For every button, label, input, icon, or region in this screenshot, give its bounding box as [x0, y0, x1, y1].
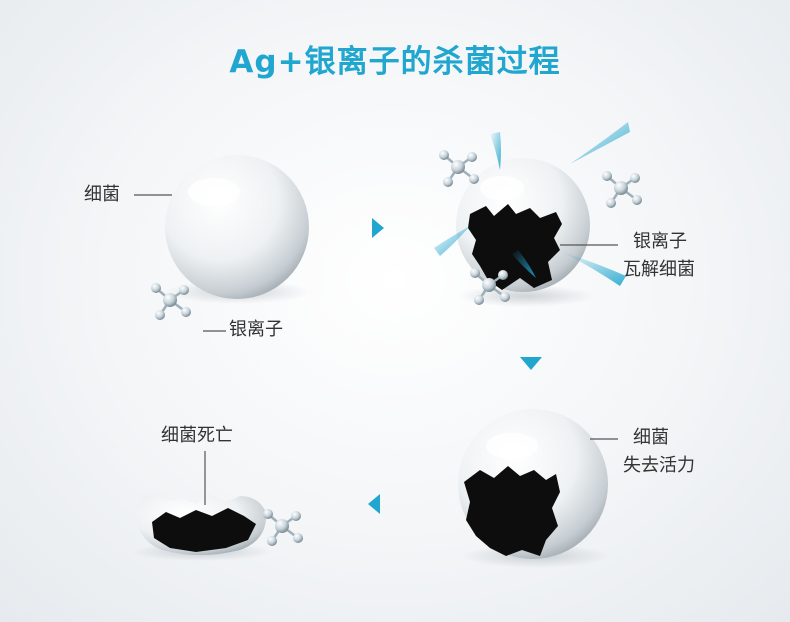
step4-bacteria-dead — [132, 494, 272, 561]
diagram-title: Ag+银离子的杀菌过程 — [229, 44, 561, 80]
label-break-bacteria: 瓦解细菌 — [623, 259, 695, 280]
arrow-left-icon — [368, 494, 380, 514]
label-silver-ion: 银离子 — [229, 319, 283, 340]
step1-bacteria — [165, 155, 310, 304]
step3-hole — [464, 466, 560, 556]
step4-hole — [152, 508, 256, 552]
step2-swooshes — [434, 122, 630, 286]
label-silver-ion-2: 银离子 — [633, 231, 687, 252]
label-bacteria: 细菌 — [84, 184, 120, 205]
label-bacteria-dead: 细菌死亡 — [161, 425, 233, 446]
step2-bacteria-attacked — [456, 158, 594, 307]
arrow-down-icon — [520, 357, 542, 370]
label-bacteria-3: 细菌 — [633, 427, 669, 448]
step4-molecule — [261, 507, 305, 548]
step2-hole — [468, 204, 562, 290]
step3-bacteria-inactive — [458, 409, 610, 568]
arrow-right-icon — [372, 218, 384, 238]
label-lose-activity: 失去活力 — [623, 455, 695, 476]
